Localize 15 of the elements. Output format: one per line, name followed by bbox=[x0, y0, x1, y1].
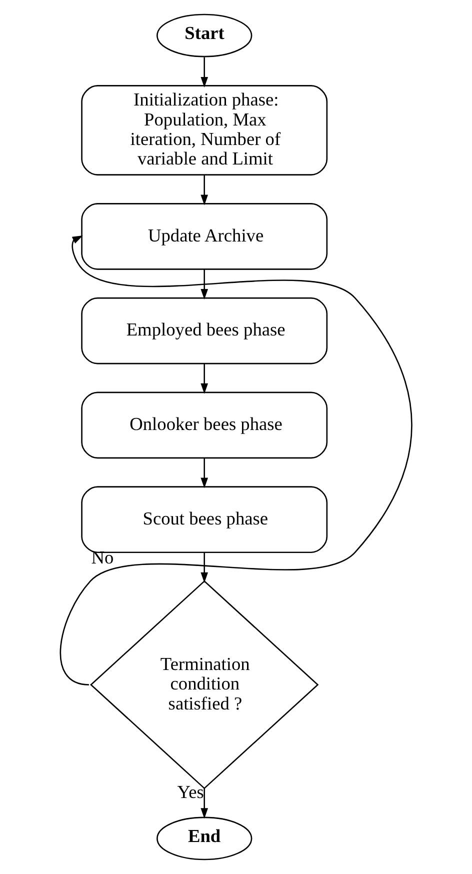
arrow bbox=[200, 364, 208, 394]
arrow bbox=[200, 458, 208, 488]
arrow bbox=[200, 788, 208, 819]
node-box: Update Archive bbox=[81, 203, 328, 270]
arrow bbox=[60, 236, 412, 686]
node-box: Onlooker bees phase bbox=[81, 392, 328, 459]
arrow bbox=[200, 174, 208, 206]
node-box: Employed bees phase bbox=[81, 297, 328, 364]
node-ellipse: Start bbox=[156, 14, 252, 58]
arrow bbox=[200, 57, 208, 88]
node-ellipse: End bbox=[156, 816, 252, 860]
arrow bbox=[200, 552, 208, 583]
arrow bbox=[200, 269, 208, 300]
node-box: Scout bees phase bbox=[81, 486, 328, 553]
node-box: Initialization phase: Population, Max iteration, Number of variable and Limit bbox=[81, 85, 328, 176]
